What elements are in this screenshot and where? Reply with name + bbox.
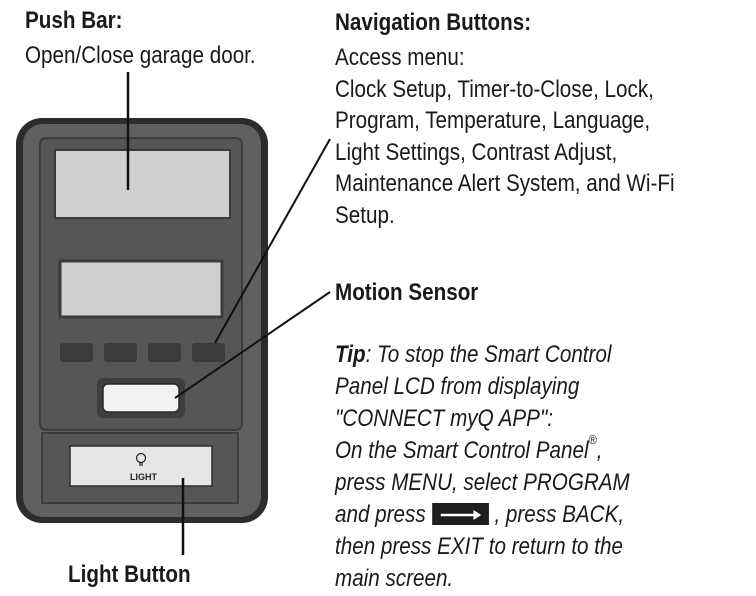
push-bar-title: Push Bar: [25, 7, 123, 34]
nav-desc-line: Light Settings, Contrast Adjust, [335, 138, 618, 166]
nav-desc-line: Program, Temperature, Language, [335, 107, 651, 134]
tip-label: Tip [335, 341, 366, 368]
light-button-title: Light Button [68, 561, 191, 588]
tip-line: press MENU, select PROGRAM [335, 469, 630, 496]
nav-buttons-leader-1 [214, 138, 331, 344]
tip-line-text: , press BACK, [494, 501, 625, 528]
tip-line: and press , press BACK, [335, 499, 630, 531]
lcd-display [58, 259, 224, 319]
tip-line: "CONNECT myQ APP": [335, 405, 554, 432]
tip-line: then press EXIT to return to the [335, 533, 623, 560]
light-button-label: LIGHT [130, 472, 157, 482]
nav-button-3[interactable] [148, 343, 181, 362]
navigation-buttons-title: Navigation Buttons: [335, 9, 532, 36]
tip-block: Tip: To stop the Smart Control Panel LCD… [335, 339, 630, 595]
tip-line-text: On the Smart Control Panel [335, 437, 589, 464]
light-button[interactable] [69, 445, 213, 487]
push-bar[interactable] [54, 149, 231, 219]
motion-sensor-lens [102, 383, 180, 413]
nav-desc-line: Setup. [335, 201, 395, 229]
tip-line: On the Smart Control Panel®, [335, 432, 630, 467]
navigation-buttons-description: Access menu: Clock Setup, Timer-to-Close… [335, 42, 675, 231]
push-bar-description: Open/Close garage door. [25, 42, 256, 69]
motion-sensor-title: Motion Sensor [335, 279, 479, 306]
tip-line-text: , [596, 437, 603, 464]
nav-desc-line: Clock Setup, Timer-to-Close, Lock, [335, 75, 654, 103]
nav-desc-line: Maintenance Alert System, and Wi-Fi [335, 170, 675, 197]
nav-button-2[interactable] [104, 343, 137, 362]
tip-line-text: : To stop the Smart Control [365, 341, 612, 368]
nav-button-4[interactable] [192, 343, 225, 362]
registered-mark: ® [588, 432, 597, 447]
tip-line-text: and press [335, 501, 426, 528]
lightbulb-icon [135, 452, 147, 466]
tip-line: Panel LCD from displaying [335, 373, 580, 400]
tip-line: main screen. [335, 565, 454, 592]
tip-line: Tip: To stop the Smart Control [335, 339, 630, 371]
nav-button-1[interactable] [60, 343, 93, 362]
right-arrow-key-icon [432, 503, 490, 525]
nav-desc-line: Access menu: [335, 44, 465, 71]
motion-sensor-leader [174, 291, 331, 399]
